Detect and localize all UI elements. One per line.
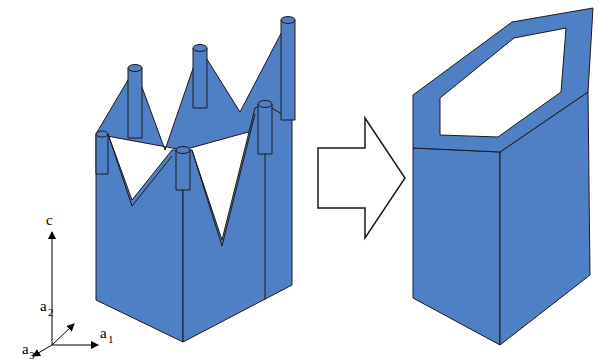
pillar-top: [281, 17, 295, 24]
front-face: [183, 104, 292, 342]
axis-label: a: [22, 342, 29, 357]
pillar-top: [96, 131, 108, 137]
a3-axis: [33, 345, 52, 356]
axis-subscript: 1: [108, 334, 114, 345]
pillar: [193, 48, 207, 108]
pillar-top: [258, 101, 272, 108]
rim: [108, 134, 172, 206]
rim: [192, 114, 255, 246]
transition-arrow: [318, 118, 405, 238]
c-axis: [52, 232, 53, 345]
pillar: [258, 104, 272, 154]
pillar: [128, 68, 142, 138]
pillar: [176, 150, 190, 190]
pillar-top: [128, 65, 142, 72]
pillar-top: [193, 45, 207, 52]
axis-subscript: 3: [29, 350, 35, 360]
pillar: [281, 20, 295, 120]
pillar-top: [176, 147, 190, 154]
axis-label: a: [40, 299, 47, 314]
a2-axis: [52, 324, 74, 345]
top-face: [413, 8, 593, 152]
hexagonal-hole: [440, 28, 566, 137]
axis-subscript: 2: [48, 307, 54, 318]
left-face: [96, 134, 183, 342]
pillar: [96, 134, 108, 174]
left-face: [413, 148, 500, 345]
a1-axis: [52, 345, 98, 346]
axis-label: c: [46, 213, 53, 228]
axis-label: a: [100, 326, 107, 341]
